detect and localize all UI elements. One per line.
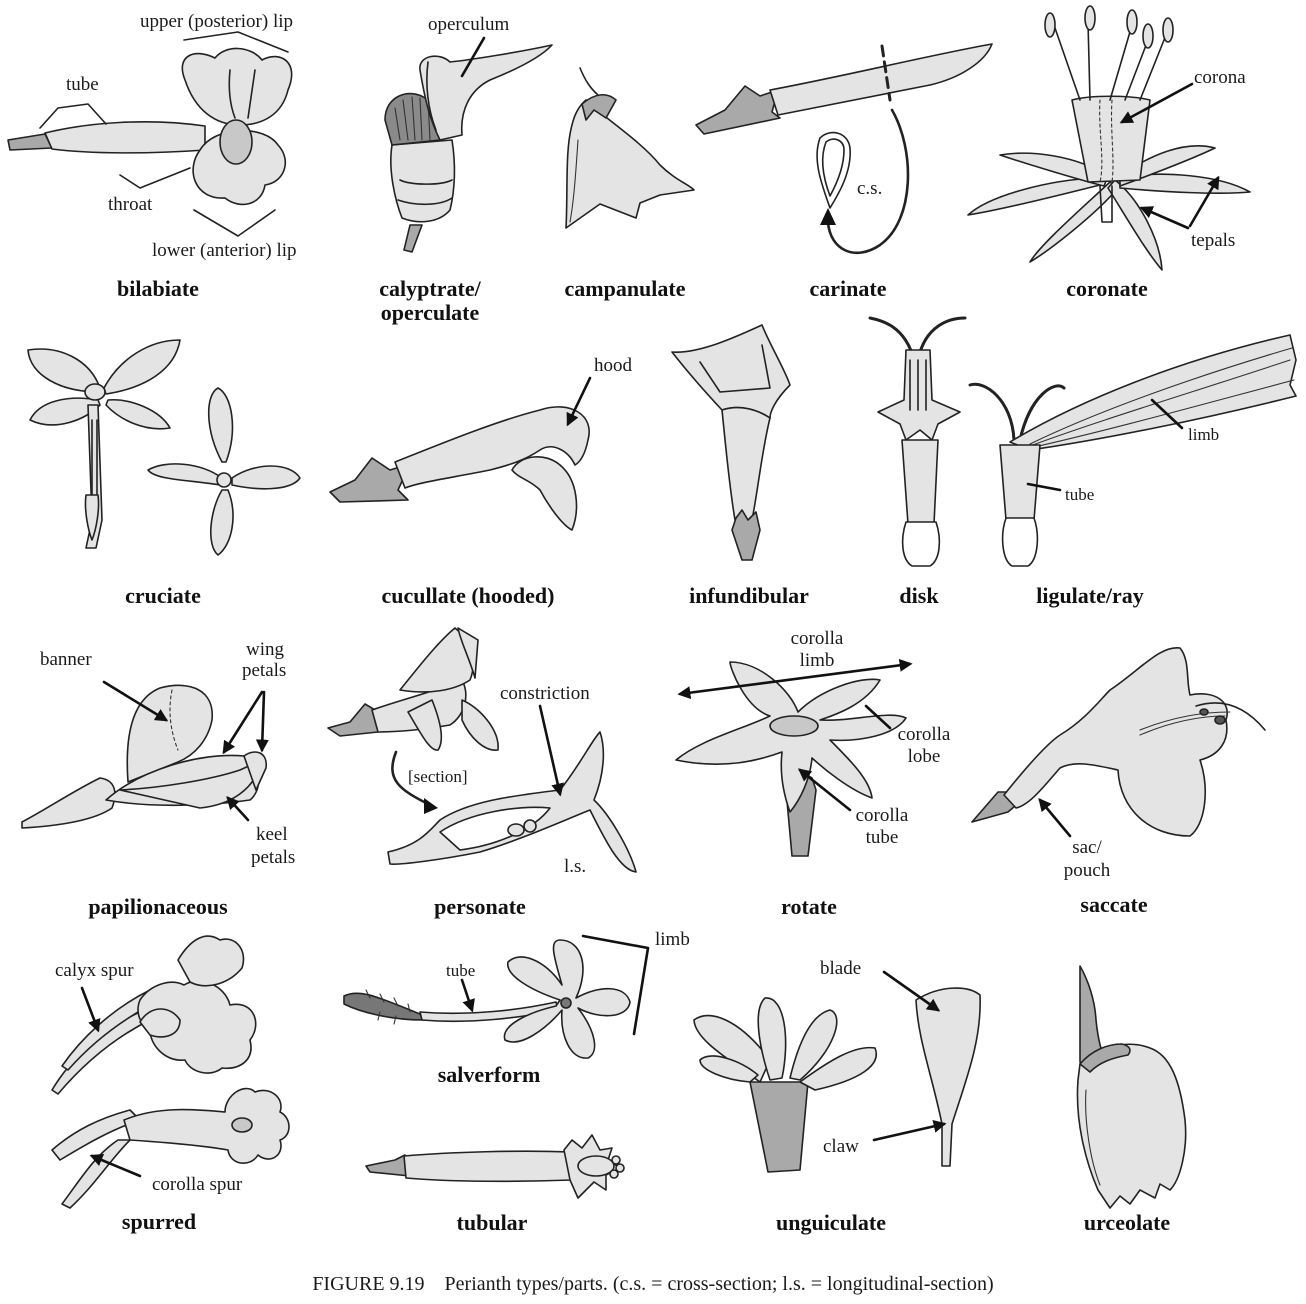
upper-lip-label: upper (posterior) lip <box>140 11 293 32</box>
constriction-label: constriction <box>500 683 590 704</box>
tepals-label: tepals <box>1191 230 1235 251</box>
lower-lip-label: lower (anterior) lip <box>152 240 297 261</box>
claw-label: claw <box>823 1136 859 1157</box>
figure-caption: FIGURE 9.19 Perianth types/parts. (c.s. … <box>312 1273 993 1295</box>
spurred-drawing <box>51 935 290 1209</box>
tubular-name: tubular <box>457 1210 528 1235</box>
urceolate-name: urceolate <box>1084 1210 1171 1235</box>
unguiculate-drawing <box>693 970 981 1173</box>
wing-petals-label-1: wing <box>246 639 285 660</box>
corolla-spur-label: corolla spur <box>152 1174 243 1195</box>
ls-label: l.s. <box>564 856 586 877</box>
banner-label: banner <box>40 649 92 670</box>
corolla-limb-label-2: limb <box>800 650 835 671</box>
campanulate-name: campanulate <box>565 276 686 301</box>
tube-label-salver: tube <box>446 961 475 980</box>
blade-label: blade <box>820 958 861 979</box>
calyptrate-name-1: calyptrate/ <box>379 276 481 301</box>
limb-label: limb <box>1188 425 1219 444</box>
campanulate-drawing <box>565 67 695 229</box>
corolla-lobe-label-2: lobe <box>908 746 941 767</box>
corona-label: corona <box>1194 67 1246 88</box>
ligulate-name: ligulate/ray <box>1036 583 1144 608</box>
carinate-name: carinate <box>810 276 887 301</box>
section-label: [section] <box>408 767 467 786</box>
corolla-tube-label-2: tube <box>866 827 899 848</box>
cs-label: c.s. <box>857 178 882 199</box>
tubular-drawing <box>365 1134 625 1199</box>
bilabiate-name: bilabiate <box>117 276 199 301</box>
saccate-drawing <box>971 647 1266 838</box>
spurred-name: spurred <box>122 1209 196 1234</box>
bilabiate-drawing <box>7 31 293 237</box>
keel-petals-label-2: petals <box>251 847 295 868</box>
cruciate-name: cruciate <box>125 583 201 608</box>
calyx-spur-label: calyx spur <box>55 960 134 981</box>
disk-name: disk <box>899 583 939 608</box>
cruciate-drawing <box>27 339 301 556</box>
corolla-lobe-label-1: corolla <box>898 724 951 745</box>
cucullate-drawing <box>329 376 592 531</box>
tube-label: tube <box>66 74 99 95</box>
coronate-drawing <box>967 5 1251 271</box>
cucullate-name: cucullate (hooded) <box>382 583 555 608</box>
calyptrate-drawing <box>384 36 553 253</box>
rotate-drawing <box>675 658 913 857</box>
salverform-drawing <box>343 934 650 1059</box>
unguiculate-name: unguiculate <box>776 1210 886 1235</box>
hood-label: hood <box>594 355 633 376</box>
infundibular-name: infundibular <box>689 583 809 608</box>
throat-label: throat <box>108 194 153 215</box>
papilionaceous-name: papilionaceous <box>88 894 228 919</box>
saccate-name: saccate <box>1080 892 1147 917</box>
calyptrate-name-2: operculate <box>381 300 480 325</box>
infundibular-drawing <box>671 324 791 561</box>
limb-label-salver: limb <box>655 929 690 950</box>
urceolate-drawing <box>1076 965 1187 1209</box>
salverform-name: salverform <box>438 1062 541 1087</box>
ligulate-drawing <box>968 334 1297 567</box>
tube-label-ligulate: tube <box>1065 485 1094 504</box>
sac-pouch-label-2: pouch <box>1064 860 1111 881</box>
operculum-label: operculum <box>428 14 509 35</box>
personate-drawing <box>327 627 637 873</box>
rotate-name: rotate <box>781 894 837 919</box>
carinate-drawing <box>695 43 993 255</box>
keel-petals-label-1: keel <box>256 824 288 845</box>
papilionaceous-drawing <box>21 680 269 829</box>
wing-petals-label-2: petals <box>242 660 286 681</box>
corolla-tube-label-1: corolla <box>856 805 909 826</box>
personate-name: personate <box>434 894 526 919</box>
disk-drawing <box>868 316 967 567</box>
sac-pouch-label-1: sac/ <box>1072 837 1102 858</box>
corolla-limb-label-1: corolla <box>791 628 844 649</box>
coronate-name: coronate <box>1066 276 1148 301</box>
